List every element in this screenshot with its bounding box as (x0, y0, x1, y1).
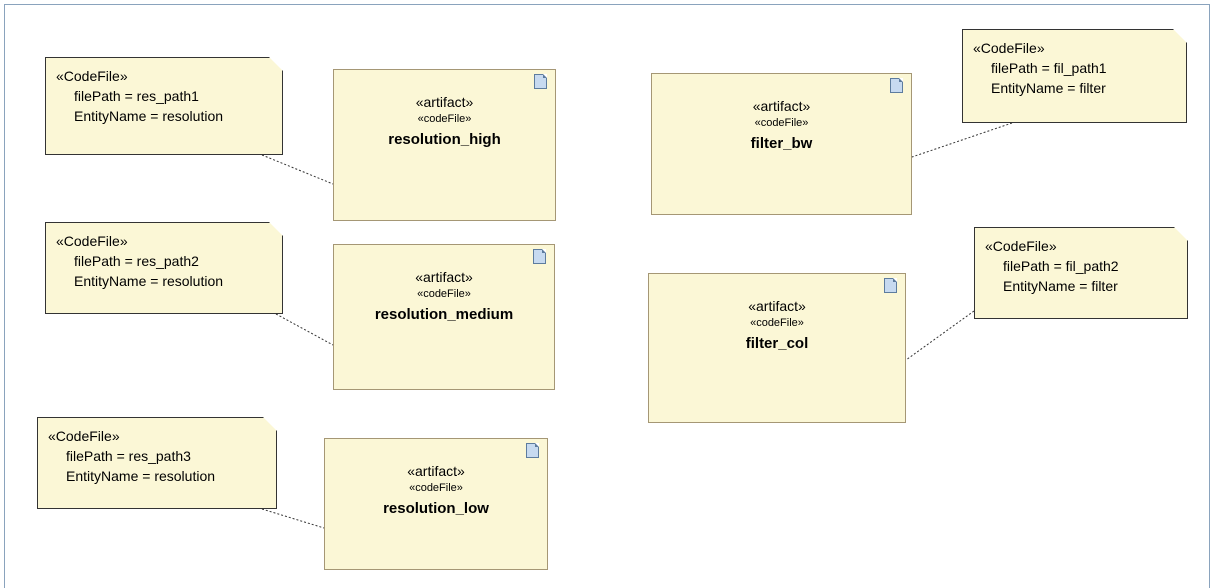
note-entityname: EntityName = resolution (74, 108, 224, 124)
note-res-path1[interactable]: «CodeFile» filePath = res_path1 EntityNa… (45, 57, 283, 155)
artifact-resolution-medium[interactable]: «artifact» «codeFile» resolution_medium (333, 244, 555, 390)
artifact-name: filter_col (745, 335, 809, 352)
artifact-name: resolution_high (388, 131, 501, 148)
note-fil-path1[interactable]: «CodeFile» filePath = fil_path1 EntityNa… (962, 29, 1187, 123)
document-icon (533, 249, 546, 264)
artifact-name: resolution_medium (374, 306, 514, 323)
note-filepath: filePath = res_path2 (74, 253, 199, 269)
document-icon (526, 443, 539, 458)
artifact-stereotype: «artifact» (748, 298, 806, 314)
note-entityname: EntityName = filter (991, 80, 1106, 96)
codefile-stereotype: «codeFile» (754, 117, 809, 129)
codefile-stereotype: «codeFile» (750, 317, 804, 329)
artifact-name: resolution_low (383, 500, 489, 517)
document-icon (890, 78, 903, 93)
note-entityname: EntityName = filter (1003, 278, 1118, 294)
note-filepath: filePath = fil_path1 (991, 60, 1107, 76)
note-stereotype: «CodeFile» (48, 428, 120, 444)
note-stereotype: «CodeFile» (56, 68, 128, 84)
note-entityname: EntityName = resolution (66, 468, 216, 484)
artifact-filter-bw[interactable]: «artifact» «codeFile» filter_bw (651, 73, 912, 215)
note-filepath: filePath = res_path3 (66, 448, 191, 464)
note-stereotype: «CodeFile» (973, 40, 1045, 56)
codefile-stereotype: «codeFile» (417, 288, 471, 300)
artifact-stereotype: «artifact» (415, 94, 474, 110)
note-filepath: filePath = fil_path2 (1003, 258, 1119, 274)
codefile-stereotype: «codeFile» (417, 113, 472, 125)
artifact-stereotype: «artifact» (415, 269, 473, 285)
note-stereotype: «CodeFile» (985, 238, 1057, 254)
artifact-name: filter_bw (750, 135, 813, 152)
artifact-stereotype: «artifact» (407, 463, 465, 479)
note-fil-path2[interactable]: «CodeFile» filePath = fil_path2 EntityNa… (974, 227, 1188, 319)
note-entityname: EntityName = resolution (74, 273, 224, 289)
artifact-resolution-high[interactable]: «artifact» «codeFile» resolution_high (333, 69, 556, 221)
document-icon (884, 278, 897, 293)
artifact-resolution-low[interactable]: «artifact» «codeFile» resolution_low (324, 438, 548, 570)
note-filepath: filePath = res_path1 (74, 88, 199, 104)
artifact-stereotype: «artifact» (752, 98, 811, 114)
artifact-filter-col[interactable]: «artifact» «codeFile» filter_col (648, 273, 906, 423)
note-stereotype: «CodeFile» (56, 233, 128, 249)
note-res-path2[interactable]: «CodeFile» filePath = res_path2 EntityNa… (45, 222, 283, 314)
codefile-stereotype: «codeFile» (409, 482, 463, 494)
note-res-path3[interactable]: «CodeFile» filePath = res_path3 EntityNa… (37, 417, 277, 509)
document-icon (534, 74, 547, 89)
